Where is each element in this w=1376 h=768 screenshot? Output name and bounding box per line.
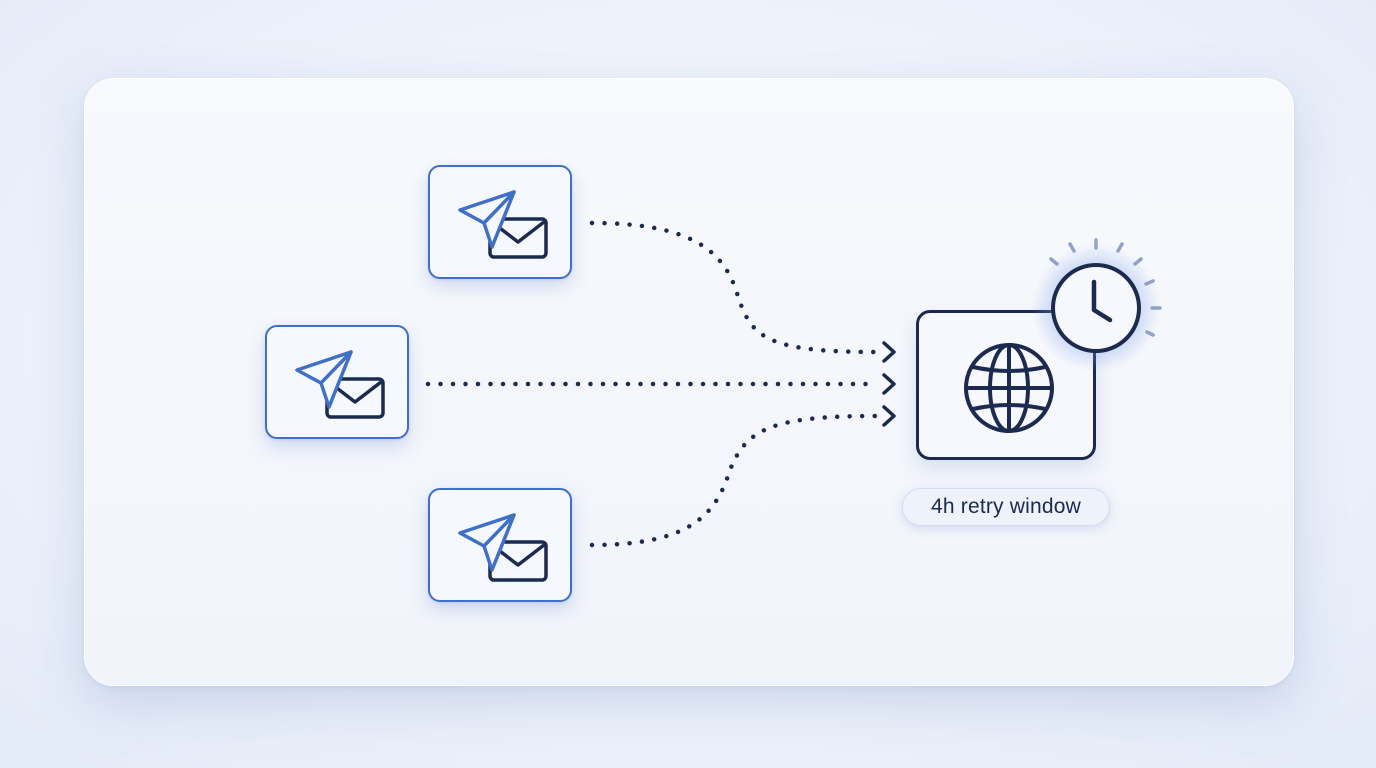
paper-plane-envelope-icon bbox=[458, 190, 548, 259]
arrowhead-middle bbox=[882, 373, 896, 395]
globe-icon bbox=[964, 343, 1054, 433]
connector-bottom bbox=[589, 413, 878, 548]
arrowhead-top bbox=[882, 341, 896, 363]
clock-icon bbox=[1032, 238, 1162, 372]
arrowhead-bottom bbox=[882, 405, 896, 427]
clock-rays bbox=[1049, 238, 1162, 337]
retry-window-badge: 4h retry window bbox=[902, 488, 1110, 526]
sender-node-top[interactable] bbox=[428, 165, 572, 279]
retry-window-label: 4h retry window bbox=[930, 495, 1082, 518]
connector-top bbox=[589, 220, 878, 355]
sender-node-middle[interactable] bbox=[265, 325, 409, 439]
paper-plane-envelope-icon bbox=[295, 350, 385, 419]
sender-node-bottom[interactable] bbox=[428, 488, 572, 602]
paper-plane-envelope-icon bbox=[458, 513, 548, 582]
